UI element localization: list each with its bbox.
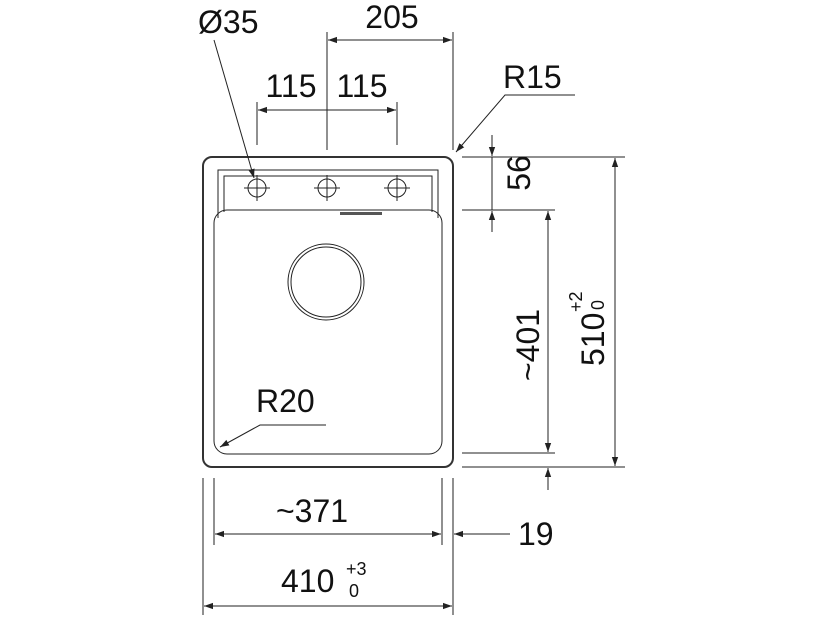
label-bowl-width: ~371 [276, 493, 348, 529]
deck-recess-inner [223, 175, 433, 212]
label-hole-pitch-right: 115 [336, 68, 387, 104]
label-overall-width-tol-upper: +3 [346, 559, 367, 579]
leader-bowl-radius [219, 424, 326, 448]
label-bowl-radius: R20 [256, 383, 315, 419]
tap-hole-left [244, 175, 270, 201]
tap-hole-center [314, 175, 340, 201]
label-outer-radius: R15 [503, 59, 562, 95]
label-overall-width: 410 [281, 563, 334, 599]
dimension-lines [204, 36, 619, 610]
label-overall-width-tol-lower: 0 [349, 581, 359, 601]
label-rim-offset: 19 [518, 516, 554, 552]
label-overall-depth-tol-lower: 0 [588, 300, 608, 310]
label-deck-depth: 56 [501, 155, 537, 191]
drain-outer-circle [287, 243, 365, 321]
leader-lines [213, 39, 575, 448]
label-hole-span: 205 [365, 0, 418, 35]
label-overall-depth-tol-upper: +2 [566, 291, 586, 312]
overflow-slot [340, 212, 382, 215]
leader-outer-radius [455, 94, 575, 153]
label-overall-depth: 510 [575, 313, 611, 366]
leader-hole-diameter [213, 39, 255, 179]
extension-lines [202, 32, 625, 615]
label-bowl-depth: ~401 [510, 309, 546, 381]
bowl-outline [213, 209, 443, 455]
dimension-labels: Ø35 205 115 115 R15 R20 56 ~401 510 +2 0… [198, 0, 611, 601]
deck-recess [217, 169, 439, 218]
tap-hole-right [384, 175, 410, 201]
sink-body [202, 156, 454, 468]
sink-outer-rim [202, 156, 454, 468]
drain-inner-circle [290, 246, 362, 318]
label-overall-depth-group: 510 +2 0 [566, 291, 611, 366]
label-hole-pitch-left: 115 [265, 68, 316, 104]
label-hole-diameter: Ø35 [198, 4, 258, 40]
